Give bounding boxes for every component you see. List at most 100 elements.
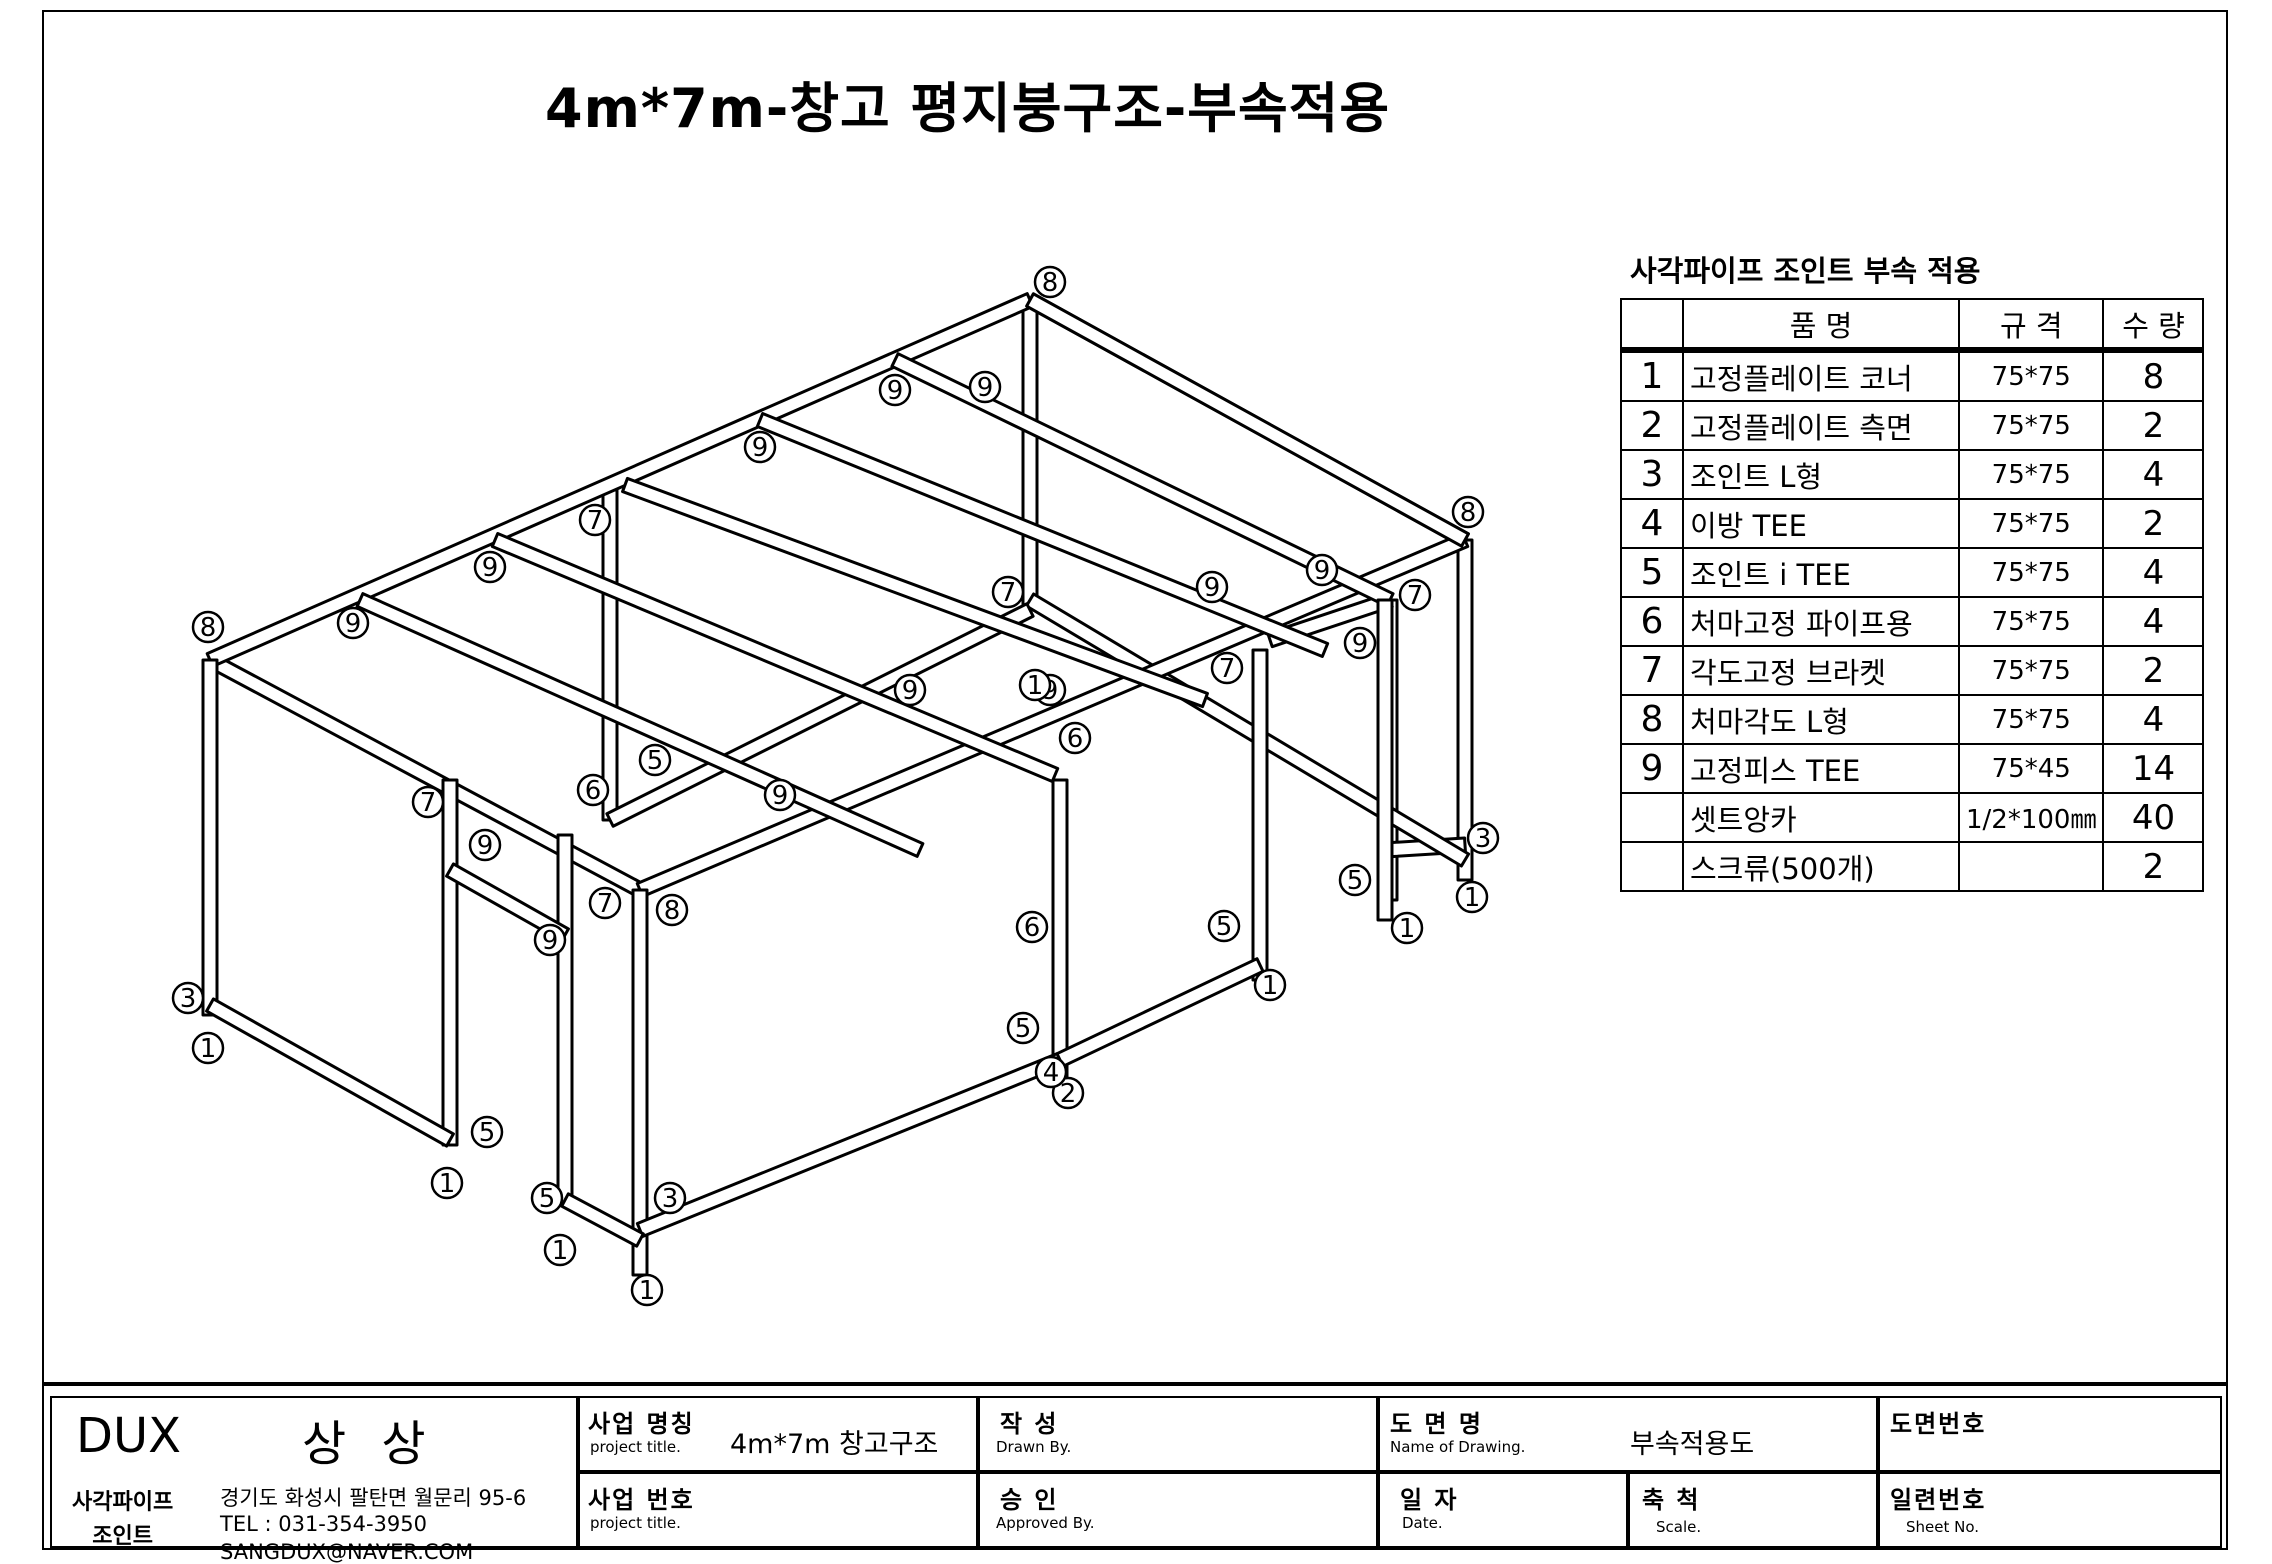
bom-name: 셋트앙카 bbox=[1682, 792, 1960, 843]
callout-number: 7 bbox=[1000, 578, 1017, 608]
callout-number: 1 bbox=[639, 1276, 656, 1306]
callout-marker: 7 bbox=[991, 575, 1025, 609]
bom-qty: 2 bbox=[2102, 498, 2205, 549]
callout-marker: 7 bbox=[1210, 651, 1244, 685]
bom-no bbox=[1620, 841, 1684, 892]
bom-row: 스크류(500개)2 bbox=[1620, 841, 2205, 892]
callout-number: 9 bbox=[477, 831, 494, 861]
project-no-sub: project title. bbox=[590, 1514, 681, 1532]
bom-no: 4 bbox=[1620, 498, 1684, 549]
callout-marker: 2 bbox=[1051, 1076, 1085, 1110]
callout-marker: 7 bbox=[578, 503, 612, 537]
post-front bbox=[441, 778, 459, 1147]
drawing-no-label: 도면번호 bbox=[1890, 1410, 1987, 1438]
bom-spec: 75*75 bbox=[1957, 498, 2105, 549]
drawing-name-cell: 도 면 명 Name of Drawing. 부속적용도 bbox=[1378, 1396, 1878, 1472]
callout-marker: 7 bbox=[411, 785, 445, 819]
callout-marker: 9 bbox=[763, 778, 797, 812]
company-label: 사각파이프 조인트 bbox=[72, 1490, 174, 1549]
callout-number: 7 bbox=[1407, 581, 1424, 611]
bom-spec: 75*75 bbox=[1957, 547, 2105, 598]
bom-header-no bbox=[1620, 298, 1684, 353]
rafter bbox=[490, 532, 1060, 783]
project-name-label: 사업 명칭 bbox=[588, 1410, 695, 1438]
bom-spec: 75*45 bbox=[1957, 743, 2105, 794]
callout-marker: 1 bbox=[1253, 968, 1287, 1002]
post-right bbox=[1376, 598, 1394, 922]
rafter bbox=[755, 412, 1330, 658]
scale-sub: Scale. bbox=[1656, 1518, 1702, 1536]
bom-name: 처마각도 L형 bbox=[1682, 694, 1960, 745]
company-tel: TEL : 031-354-3950 bbox=[220, 1512, 427, 1536]
project-no-label: 사업 번호 bbox=[588, 1486, 695, 1514]
callout-marker: 6 bbox=[576, 773, 610, 807]
callout-number: 9 bbox=[1352, 629, 1369, 659]
callout-number: 9 bbox=[1314, 556, 1331, 586]
scale-cell: 축 척 Scale. bbox=[1628, 1472, 1878, 1548]
post-front bbox=[1251, 648, 1269, 982]
date-label: 일 자 bbox=[1400, 1486, 1459, 1514]
bom-qty: 8 bbox=[2102, 349, 2205, 402]
bom-name: 고정플레이트 코너 bbox=[1682, 349, 1960, 402]
approved-by-cell: 승 인 Approved By. bbox=[978, 1472, 1378, 1548]
callout-marker: 9 bbox=[1305, 553, 1339, 587]
title-block: DUX 상 상 사각파이프 조인트 경기도 화성시 팔탄면 월문리 95-6 T… bbox=[44, 1382, 2226, 1564]
drawing-name-value: 부속적용도 bbox=[1630, 1429, 1755, 1460]
drawing-frame bbox=[42, 10, 2228, 1550]
callout-marker: 7 bbox=[1398, 578, 1432, 612]
base-rail bbox=[1055, 957, 1265, 1068]
bom-qty: 2 bbox=[2102, 841, 2205, 892]
callout-marker: 8 bbox=[191, 610, 225, 644]
callout-marker: 3 bbox=[171, 981, 205, 1015]
callout-marker: 5 bbox=[470, 1115, 504, 1149]
bom-name: 조인트 i TEE bbox=[1682, 547, 1960, 598]
bom-no: 1 bbox=[1620, 349, 1684, 402]
callout-number: 2 bbox=[1060, 1079, 1077, 1109]
bom-spec: 75*75 bbox=[1957, 349, 2105, 402]
callout-number: 9 bbox=[887, 376, 904, 406]
callout-number: 9 bbox=[345, 609, 362, 639]
callout-marker: 4 bbox=[1034, 1055, 1068, 1089]
callout-marker: 8 bbox=[1451, 495, 1485, 529]
callout-number: 9 bbox=[977, 373, 994, 403]
callout-marker: 9 bbox=[878, 373, 912, 407]
callout-marker: 9 bbox=[468, 828, 502, 862]
callout-marker: 9 bbox=[1343, 626, 1377, 660]
bom-no: 5 bbox=[1620, 547, 1684, 598]
callout-number: 7 bbox=[597, 889, 614, 919]
post-front bbox=[1051, 778, 1069, 1082]
post-front-left bbox=[201, 658, 219, 1017]
base-rail bbox=[635, 1052, 1065, 1238]
callout-marker: 6 bbox=[1058, 721, 1092, 755]
bom-qty: 4 bbox=[2102, 596, 2205, 647]
brand-name: DUX bbox=[76, 1408, 181, 1464]
bom-qty: 40 bbox=[2102, 792, 2205, 843]
sheet-no-label: 일련번호 bbox=[1890, 1486, 1987, 1514]
company-cell: DUX 상 상 사각파이프 조인트 경기도 화성시 팔탄면 월문리 95-6 T… bbox=[50, 1396, 578, 1564]
base-rail bbox=[205, 997, 455, 1148]
bom-header-row: 품 명 규 격 수 량 bbox=[1620, 298, 2205, 353]
callout-number: 7 bbox=[587, 506, 604, 536]
date-sub: Date. bbox=[1402, 1514, 1443, 1532]
bom-no: 2 bbox=[1620, 400, 1684, 451]
project-name-sub: project title. bbox=[590, 1438, 681, 1456]
callout-number: 5 bbox=[539, 1184, 556, 1214]
bom-qty: 2 bbox=[2102, 645, 2205, 696]
callout-number: 1 bbox=[200, 1034, 217, 1064]
callout-marker: 5 bbox=[1338, 863, 1372, 897]
callout-marker: 3 bbox=[653, 1181, 687, 1215]
base-rail bbox=[605, 602, 1035, 828]
callout-marker: 5 bbox=[530, 1181, 564, 1215]
base-rail bbox=[560, 1192, 645, 1248]
callout-number: 5 bbox=[479, 1118, 496, 1148]
bom-name: 조인트 L형 bbox=[1682, 449, 1960, 500]
bom-no: 8 bbox=[1620, 694, 1684, 745]
drawn-by-cell: 작 성 Drawn By. bbox=[978, 1396, 1378, 1472]
bom-spec: 75*75 bbox=[1957, 400, 2105, 451]
callout-number: 9 bbox=[902, 676, 919, 706]
date-cell: 일 자 Date. bbox=[1378, 1472, 1628, 1548]
